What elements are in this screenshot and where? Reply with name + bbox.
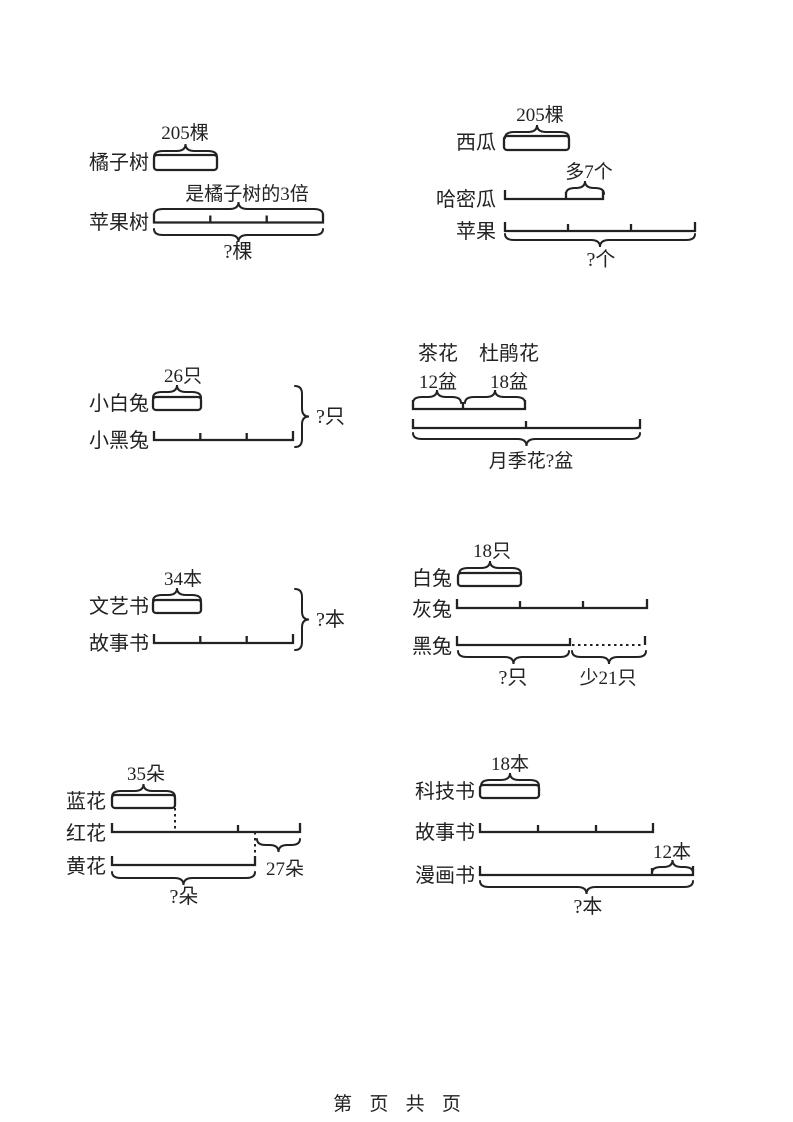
diagram-three-books: 18本 科技书 故事书 12本 漫画书 ?本 — [415, 753, 695, 918]
row-label: 红花 — [66, 822, 106, 845]
row-label: 哈密瓜 — [436, 188, 496, 211]
count-label: 18只 — [473, 541, 511, 562]
extra-count-label: 12本 — [653, 841, 691, 863]
count-label: 205棵 — [161, 122, 209, 144]
unit-bar — [478, 783, 541, 800]
diagram-three-flowers: 35朵 蓝花 红花 27朵 黄花 ?朵 — [66, 764, 304, 908]
unit-bar — [152, 153, 219, 172]
more-brace — [565, 180, 605, 195]
segmented-bar — [478, 823, 655, 834]
segmented-bar — [152, 634, 295, 645]
group-value: 18盆 — [490, 371, 528, 393]
row-label: 漫画书 — [415, 864, 475, 887]
count-label: 205棵 — [516, 104, 564, 126]
question-label: 月季花?盆 — [489, 450, 573, 472]
row-label: 蓝花 — [66, 790, 106, 813]
row-label: 小黑兔 — [89, 429, 149, 452]
row-label: 橘子树 — [89, 151, 149, 174]
segmented-bar — [110, 856, 257, 867]
row-label: 故事书 — [415, 821, 475, 844]
row-label: 苹果树 — [89, 211, 149, 234]
segmented-bar — [152, 213, 325, 224]
question-label: ?本 — [316, 608, 345, 631]
total-brace — [412, 432, 641, 447]
question-label: ?只 — [499, 667, 528, 689]
segmented-bar — [110, 823, 302, 834]
question-label: ?朵 — [170, 886, 199, 908]
row-label: 白兔 — [412, 567, 452, 590]
row-label: 小白兔 — [89, 392, 149, 415]
row-label: 科技书 — [415, 780, 475, 803]
segmented-bar — [455, 599, 649, 610]
segmented-bar — [503, 222, 697, 233]
row-label: 灰兔 — [412, 598, 452, 621]
segmented-bar — [411, 419, 642, 430]
unit-bar — [456, 571, 523, 588]
question-label: ?只 — [316, 406, 345, 428]
group-label: 茶花 — [418, 342, 458, 365]
count-brace — [111, 783, 176, 798]
count-brace — [458, 560, 522, 575]
group-label: 杜鹃花 — [479, 342, 539, 365]
diagram-three-rabbits: 18只 白兔 灰兔 黑兔 ?只 少21只 — [412, 541, 649, 689]
question-brace — [457, 650, 570, 665]
row-label: 苹果 — [456, 220, 496, 243]
solid-bar-part — [455, 636, 572, 647]
unit-bar — [502, 134, 571, 152]
total-brace — [153, 228, 324, 243]
sum-brace — [294, 588, 310, 651]
diagram-melons-apples: 205棵 西瓜 多7个 哈密瓜 苹果 ?个 — [436, 104, 697, 271]
count-brace — [152, 587, 202, 602]
unit-bar — [110, 793, 177, 810]
page-footer: 第 页 共 页 — [333, 1093, 467, 1115]
count-label: 18本 — [491, 753, 529, 775]
question-label: ?棵 — [224, 240, 253, 263]
multiple-note: 是橘子树的3倍 — [185, 183, 309, 205]
row-label: 故事书 — [89, 632, 149, 655]
diagram-white-vs-black-rabbits: 26只 小白兔 小黑兔 ?只 — [89, 366, 345, 452]
group-brace — [412, 389, 462, 404]
diagram-orange-vs-apple-trees: 205棵 橘子树 是橘子树的3倍 苹果树 ?棵 — [89, 122, 325, 263]
sum-brace — [294, 385, 310, 448]
question-label: ?个 — [587, 248, 616, 271]
row-label: 文艺书 — [89, 595, 149, 618]
difference-brace — [256, 838, 301, 853]
count-brace — [152, 384, 202, 399]
diagram-flower-pots: 茶花 杜鹃花 12盆 18盆 月季花?盆 — [411, 342, 642, 472]
question-brace — [111, 871, 256, 886]
row-label: 西瓜 — [456, 132, 496, 154]
row-label: 黑兔 — [412, 635, 452, 658]
count-label: 34本 — [164, 568, 202, 590]
count-label: 35朵 — [127, 764, 165, 785]
question-label: ?本 — [574, 895, 603, 918]
unit-bar — [151, 395, 203, 412]
count-brace — [153, 143, 218, 158]
unit-bar — [151, 598, 203, 615]
segmented-bar — [478, 866, 695, 877]
segmented-bar — [503, 190, 605, 201]
count-brace — [480, 772, 540, 787]
total-brace — [479, 880, 694, 895]
extra-brace — [651, 859, 694, 874]
count-brace — [504, 124, 570, 139]
group-brace — [464, 389, 526, 404]
difference-label: 少21只 — [579, 667, 636, 689]
more-note: 多7个 — [565, 161, 613, 183]
diagram-literary-vs-story-books: 34本 文艺书 故事书 ?本 — [89, 568, 345, 655]
group-value: 12盆 — [419, 371, 457, 393]
row-label: 黄花 — [66, 855, 106, 878]
count-label: 26只 — [164, 366, 202, 387]
multiple-brace — [153, 201, 324, 216]
total-brace — [504, 233, 696, 248]
segmented-bar — [411, 400, 527, 411]
segmented-bar — [152, 431, 295, 442]
difference-label: 27朵 — [266, 859, 304, 880]
difference-brace — [571, 650, 647, 665]
